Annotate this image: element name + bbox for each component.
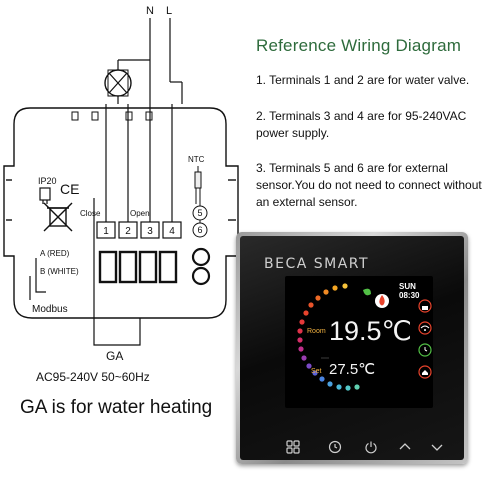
power-icon[interactable] [364,440,378,454]
dial-dots [297,283,360,391]
leaf-icon [363,288,371,296]
terminal-5-ring [192,205,208,221]
room-label: Room [307,328,326,335]
clock-icon[interactable] [328,440,342,454]
device-glass-face: BECA SMART [240,236,464,460]
wiring-diagram: N L IP20 CE [3,5,239,363]
ntc-label: NTC [188,155,205,164]
open-label: Open [130,209,150,218]
weee-bin-icon [43,202,73,232]
plug-icon [39,187,51,204]
close-label: Close [80,209,101,218]
room-temperature: 19.5℃ [329,316,412,346]
terminal-n-label: N [146,5,154,17]
modbus-b-label: B (WHITE) [40,267,79,276]
note-terminals-3-4: 2. Terminals 3 and 4 are for 95-240VAC p… [256,109,467,140]
model-label: GA [106,349,123,363]
reference-title: Reference Wiring Diagram [256,36,462,55]
ce-mark: CE [60,181,79,197]
set-label: Set [311,368,322,375]
wifi-icon [418,321,432,335]
terminal-3: 3 [147,226,153,237]
menu-icon[interactable] [286,440,300,454]
note-terminals-5-6: 3. Terminals 5 and 6 are for external se… [256,161,482,209]
set-temperature: 27.5℃ [329,361,376,378]
modbus-wires [29,258,46,300]
terminal-5: 5 [197,208,202,218]
terminal-block: 1 2 3 4 [96,221,182,239]
modbus-label: Modbus [32,304,68,315]
flame-icon [375,294,389,308]
valve-icon [104,69,132,97]
ip-rating-label: IP20 [38,176,57,186]
caption: GA is for water heating [20,397,213,418]
lock-icon [418,299,432,313]
note-terminals-1-2: 1. Terminals 1 and 2 are for water valve… [256,73,470,87]
schedule-icon [418,343,432,357]
terminal-6-ring [192,222,208,238]
down-icon[interactable] [430,440,444,454]
terminal-4: 4 [169,226,175,237]
terminal-2: 2 [125,226,131,237]
terminal-6: 6 [197,225,202,235]
up-icon[interactable] [398,440,412,454]
supply-lines [105,18,183,222]
thermostat-back-outline [3,107,239,346]
thermostat-device: BECA SMART [236,232,468,464]
brand-logo: BECA SMART [264,256,370,272]
top-clips [71,111,153,121]
clock-display: SUN 08:30 [399,282,420,300]
temperature-dial [297,283,432,391]
terminal-1: 1 [103,226,109,237]
home-icon [418,365,432,379]
terminal-l-label: L [166,5,172,17]
connector-block [98,250,178,284]
modbus-a-label: A (RED) [40,249,70,258]
thermostat-screen: SUN 08:30 Room 19.5℃ Set 27.5℃ [285,276,433,408]
power-spec: AC95-240V 50~60Hz [36,370,150,384]
connector-rings [191,247,211,286]
